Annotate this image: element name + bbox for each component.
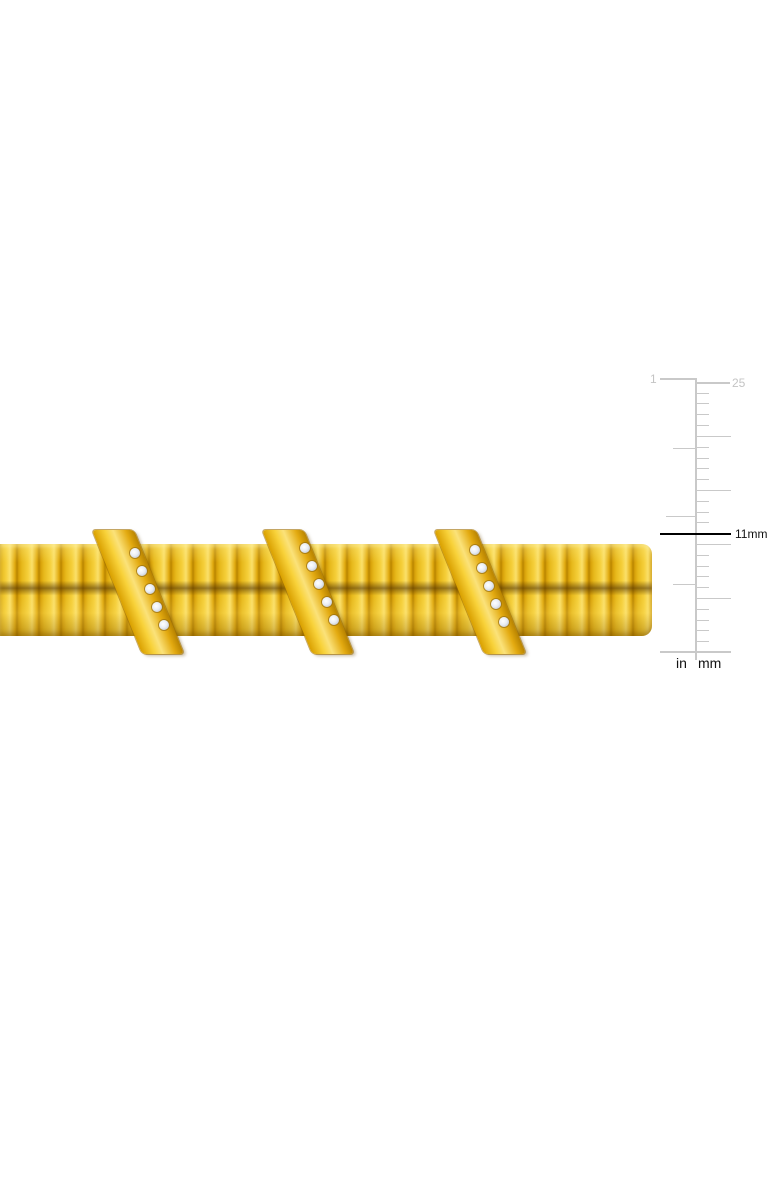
inch-label: 1: [650, 372, 657, 386]
unit-in-label: in: [676, 655, 687, 671]
measurement-marker-line: [660, 533, 731, 535]
ruler-top-mm: [696, 382, 730, 384]
ruler-bottom: [660, 651, 731, 653]
stone: [322, 597, 332, 607]
gold-bracelet: [0, 530, 652, 654]
mm-tick-major: [697, 598, 731, 599]
stone: [152, 602, 162, 612]
mm-tick: [697, 501, 709, 502]
mm-tick: [697, 414, 709, 415]
mm-tick: [697, 587, 709, 588]
mm-tick: [697, 403, 709, 404]
inch-tick: [666, 516, 695, 517]
mm-label: 25: [732, 376, 746, 390]
size-ruler: 1 25: [640, 370, 780, 680]
mm-tick: [697, 479, 709, 480]
stone: [491, 599, 501, 609]
stone: [470, 545, 480, 555]
ruler-spine: [695, 378, 697, 660]
stone: [314, 579, 324, 589]
stone: [130, 548, 140, 558]
mm-tick: [697, 620, 709, 621]
mm-tick: [697, 468, 709, 469]
mm-tick: [697, 512, 709, 513]
ruler-top-inch: [660, 378, 696, 380]
mm-tick: [697, 425, 709, 426]
mm-tick: [697, 641, 709, 642]
stone: [159, 620, 169, 630]
mm-tick-major: [697, 490, 731, 491]
mm-tick: [697, 447, 709, 448]
mm-tick: [697, 576, 709, 577]
stone: [145, 584, 155, 594]
mm-tick: [697, 458, 709, 459]
stone: [329, 615, 339, 625]
stone: [307, 561, 317, 571]
inch-tick: [673, 584, 695, 585]
stone: [484, 581, 494, 591]
stone: [499, 617, 509, 627]
mm-tick: [697, 566, 709, 567]
mm-tick: [697, 522, 709, 523]
unit-mm-label: mm: [698, 655, 722, 671]
inch-tick: [673, 448, 695, 449]
mm-tick: [697, 609, 709, 610]
mm-tick-major: [697, 544, 731, 545]
mm-tick: [697, 630, 709, 631]
measurement-label: 11mm: [735, 527, 768, 541]
mm-tick: [697, 393, 709, 394]
mm-tick: [697, 555, 709, 556]
mm-tick-major: [697, 436, 731, 437]
stone: [137, 566, 147, 576]
stone: [477, 563, 487, 573]
stone: [300, 543, 310, 553]
